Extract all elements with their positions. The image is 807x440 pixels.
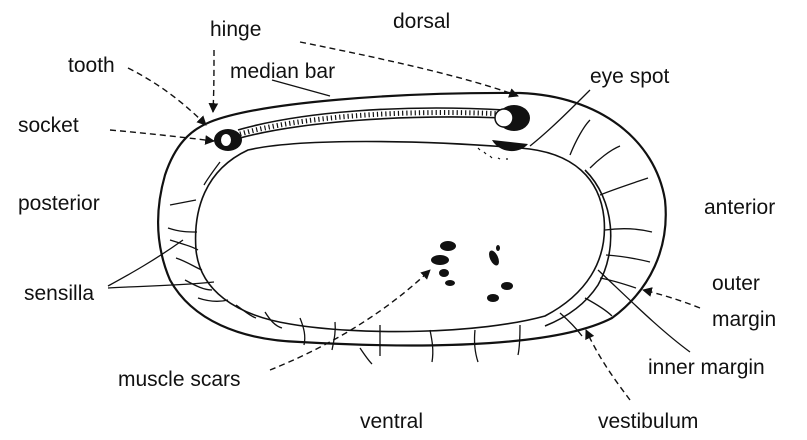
label-anterior: anterior: [704, 196, 775, 219]
label-muscle-scars: muscle scars: [118, 368, 241, 391]
eye-spot-dots: [478, 148, 508, 159]
median-bar-hatching: [240, 113, 505, 134]
label-posterior: posterior: [18, 192, 100, 215]
label-sensilla: sensilla: [24, 282, 94, 305]
label-median-bar: median bar: [230, 60, 335, 83]
label-eye-spot: eye spot: [590, 65, 670, 88]
sensilla-hairs: [168, 120, 652, 364]
label-outer-margin-line2: margin: [712, 308, 776, 331]
label-hinge: hinge: [210, 18, 261, 41]
label-dorsal: dorsal: [393, 10, 450, 33]
label-ventral: ventral: [360, 410, 423, 433]
inner-margin-outline: [196, 142, 605, 332]
vestibulum-line: [545, 170, 611, 326]
eye-spot-lower: [492, 140, 528, 151]
label-vestibulum: vestibulum: [598, 410, 698, 433]
label-outer-margin-line1: outer: [712, 272, 760, 295]
socket-inner: [221, 134, 231, 146]
label-inner-margin: inner margin: [648, 356, 765, 379]
eye-spot-shape: [495, 109, 513, 127]
label-socket: socket: [18, 114, 79, 137]
label-tooth: tooth: [68, 54, 115, 77]
muscle-scars: [431, 241, 513, 302]
